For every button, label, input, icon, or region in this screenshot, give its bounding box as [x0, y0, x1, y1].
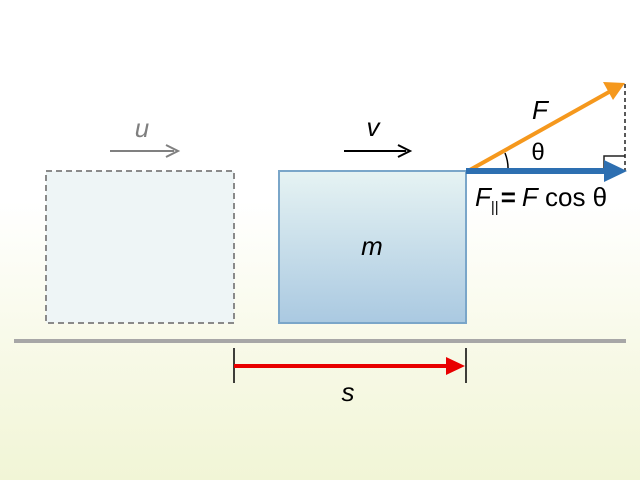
- displacement-label: s: [342, 377, 355, 407]
- final-velocity-arrow: [344, 144, 413, 158]
- mass-label: m: [361, 231, 383, 261]
- initial-velocity-arrow: [110, 144, 181, 158]
- initial-velocity-label: u: [135, 113, 149, 143]
- displacement-arrow: [233, 348, 467, 383]
- final-velocity-label: v: [367, 112, 382, 142]
- parallel-component-arrow: [466, 160, 627, 182]
- equation-rhs-symbol: F: [522, 182, 540, 212]
- force-label: F: [532, 95, 550, 125]
- equals-sign: =: [501, 182, 516, 212]
- parallel-component-equation: F||=F cos θ: [475, 182, 607, 216]
- equation-rhs-function: cos θ: [538, 182, 607, 212]
- force-arrow: [467, 82, 625, 173]
- initial-position-box: [45, 170, 235, 324]
- angle-label: θ: [531, 139, 544, 166]
- parallel-force-symbol: F: [475, 182, 493, 212]
- parallel-subscript: ||: [491, 199, 499, 216]
- mass-box: [278, 170, 467, 324]
